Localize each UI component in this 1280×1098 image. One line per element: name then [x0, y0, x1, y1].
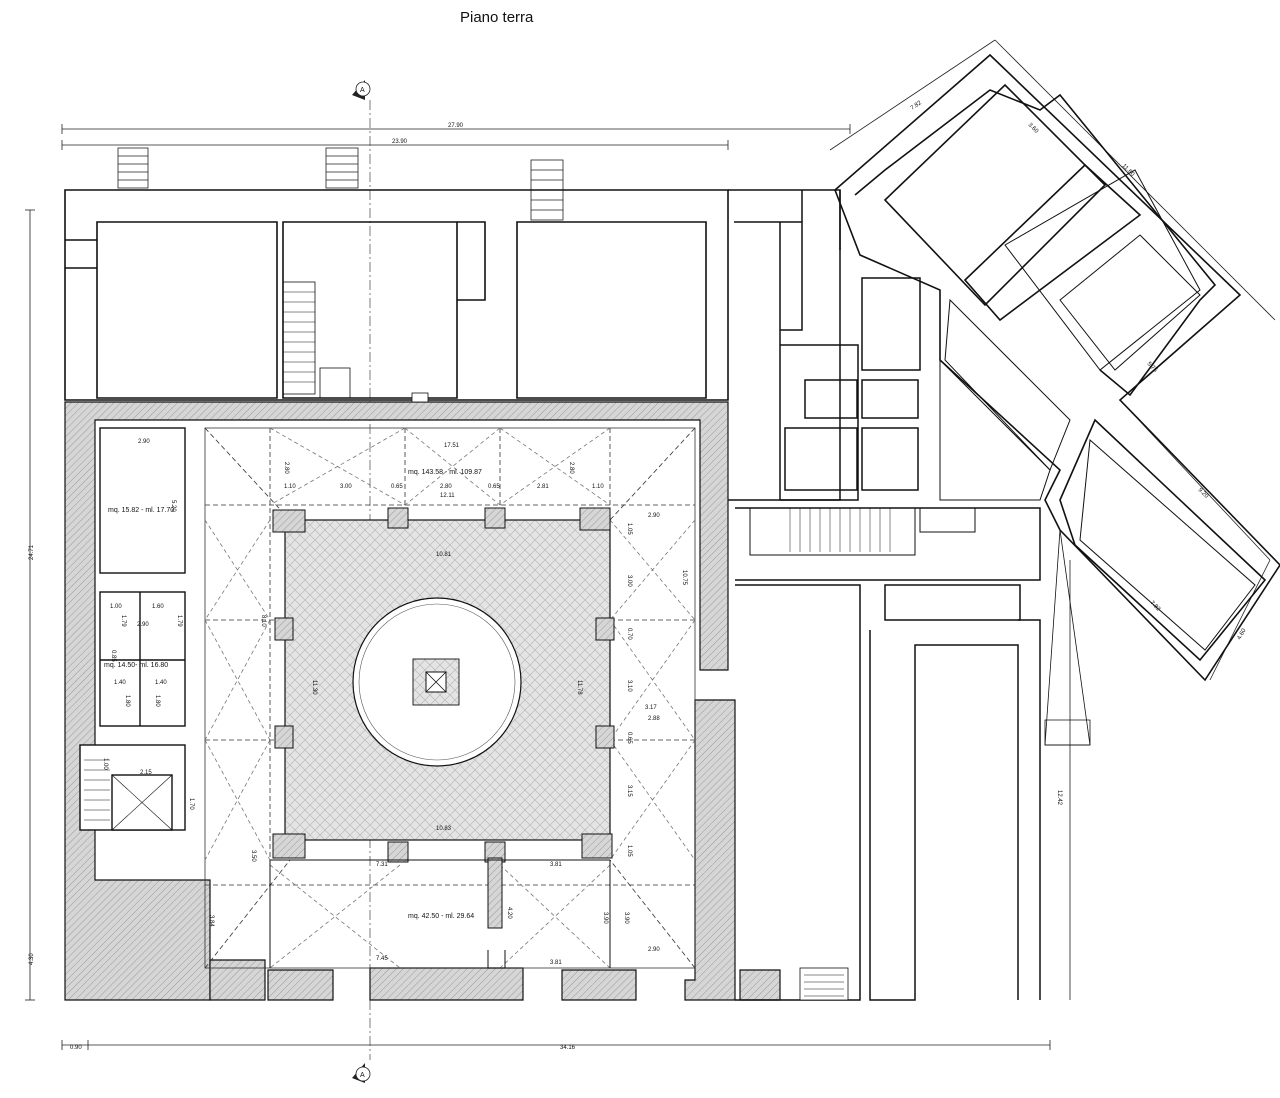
dim-left-a: 1.00: [110, 604, 122, 610]
portico-walls: [269, 859, 611, 969]
dim-cloister-bottom: 10.83: [436, 826, 452, 832]
dim-span5: 0.65: [488, 484, 500, 490]
dim-right-6: 3.15: [626, 785, 632, 797]
room-left-upper-label: mq. 15.82 - ml. 17.70: [108, 507, 174, 514]
dim-left-lower: 4.30: [29, 953, 35, 965]
dim-span3: 0.65: [391, 484, 403, 490]
courtyard-grid: [204, 427, 696, 969]
plan-title: Piano terra: [460, 9, 534, 26]
section-marker-top: A: [360, 87, 365, 94]
dim-portico-w-right: 3.81: [550, 862, 562, 868]
dim-cw-overall: 17.51: [444, 443, 460, 449]
dim-top-outer: 27.90: [448, 123, 464, 129]
entry-steps: [117, 147, 564, 221]
dim-stair-b: 2.15: [140, 770, 152, 776]
room-left-middle-label: mq. 14.50- ml. 16.80: [104, 662, 168, 669]
section-marker-bottom: A: [360, 1072, 365, 1079]
dim-portico-right-offset: 2.90: [648, 947, 660, 953]
dim-span1: 1.10: [284, 484, 296, 490]
dim-left-c: 1.79: [120, 615, 126, 627]
dim-left-side: 24.71: [29, 544, 35, 560]
dim-portico-wl-bottom: 7.45: [376, 956, 388, 962]
dim-right-1: 1.05: [626, 523, 632, 535]
dim-left-upper-height: 5.20: [170, 500, 176, 512]
east-wing: [834, 53, 1280, 746]
openings: [411, 392, 849, 1001]
cloister: [284, 519, 611, 841]
dim-cw-inner: 12.11: [440, 493, 455, 499]
dim-right-3: 0.70: [626, 628, 632, 640]
dim-span6: 2.81: [537, 484, 549, 490]
dim-wing-g: 4.60: [1237, 627, 1248, 641]
dimension-lines: [25, 39, 1276, 1050]
dim-stair-c: 1.70: [188, 798, 194, 810]
section-line-a: A A: [352, 80, 371, 1083]
dim-left-g: 1.40: [155, 680, 167, 686]
dim-left-e: 2.90: [137, 622, 149, 628]
dim-span4: 2.80: [440, 484, 452, 490]
pillars: [272, 507, 615, 929]
upper-wing: [64, 189, 729, 401]
left-rooms-labels: mq. 15.82 - ml. 17.70 mq. 14.50- ml. 16.…: [102, 439, 194, 810]
dim-bottom-left-h: 3.50: [250, 850, 256, 862]
dim-cloister-h-left: 11.30: [311, 680, 317, 695]
hatched-walls: [64, 401, 781, 1001]
dim-wing-a: 7.82: [910, 100, 924, 112]
left-rooms: [79, 427, 186, 831]
dim-offset-a: 2.90: [648, 513, 660, 519]
dim-left-i: 1.80: [154, 695, 160, 707]
dim-left-mid: 8.10: [260, 615, 266, 627]
dim-span7: 1.10: [592, 484, 604, 490]
dim-stair-a: 1.00: [102, 758, 108, 770]
dim-portico-h-right-b: 3.90: [623, 912, 629, 924]
dim-left-depth: 2.80: [283, 462, 289, 474]
dim-left-j: 0.85: [110, 650, 116, 662]
dim-portico-h-right-a: 3.90: [602, 912, 608, 924]
dim-bottom-left: 0.90: [70, 1045, 82, 1051]
middle-block: [728, 189, 1041, 1001]
dim-right-4: 3.10: [626, 680, 632, 692]
dim-span2: 3.00: [340, 484, 352, 490]
dimension-labels: 27.90 23.90 34.16 0.90 24.71 4.30 12.42 …: [29, 100, 1248, 1051]
dim-left-f: 1.40: [114, 680, 126, 686]
dim-cloister-top: 10.81: [436, 552, 452, 558]
courtyard-area-label: mq. 143.58 - ml. 109.87: [408, 469, 482, 476]
dim-right-2: 3.00: [626, 575, 632, 587]
dim-wing-e: 9.20: [1197, 487, 1210, 500]
dim-right-side: 12.42: [1056, 790, 1062, 806]
portico-area-label: mq. 42.50 - ml. 29.64: [408, 913, 474, 920]
dim-right-depth: 2.80: [568, 462, 574, 474]
dim-cloister-h-right: 11.78: [576, 680, 582, 695]
dim-portico-wr-bottom: 3.81: [550, 960, 562, 966]
dim-left-d: 1.79: [176, 615, 182, 627]
dim-right-total: 10.75: [681, 570, 687, 586]
dim-right-5: 0.65: [626, 732, 632, 744]
dim-left-h: 1.80: [124, 695, 130, 707]
dim-top-inner: 23.90: [392, 139, 408, 145]
courtyard-labels: mq. 143.58 - ml. 109.87 mq. 42.50 - ml. …: [208, 443, 687, 966]
dim-offset-b: 3.17: [645, 705, 657, 711]
dim-left-upper-width: 2.90: [138, 439, 150, 445]
dim-portico-w-left: 7.31: [376, 862, 388, 868]
dim-offset-c: 2.88: [648, 716, 660, 722]
dim-right-7: 1.05: [626, 845, 632, 857]
dim-wing-b: 3.60: [1027, 122, 1040, 135]
dim-left-b: 1.60: [152, 604, 164, 610]
dim-bottom-total: 34.16: [560, 1045, 576, 1051]
dim-portico-h-mid: 4.20: [506, 907, 512, 919]
dim-portico-h-left: 3.84: [208, 915, 214, 927]
